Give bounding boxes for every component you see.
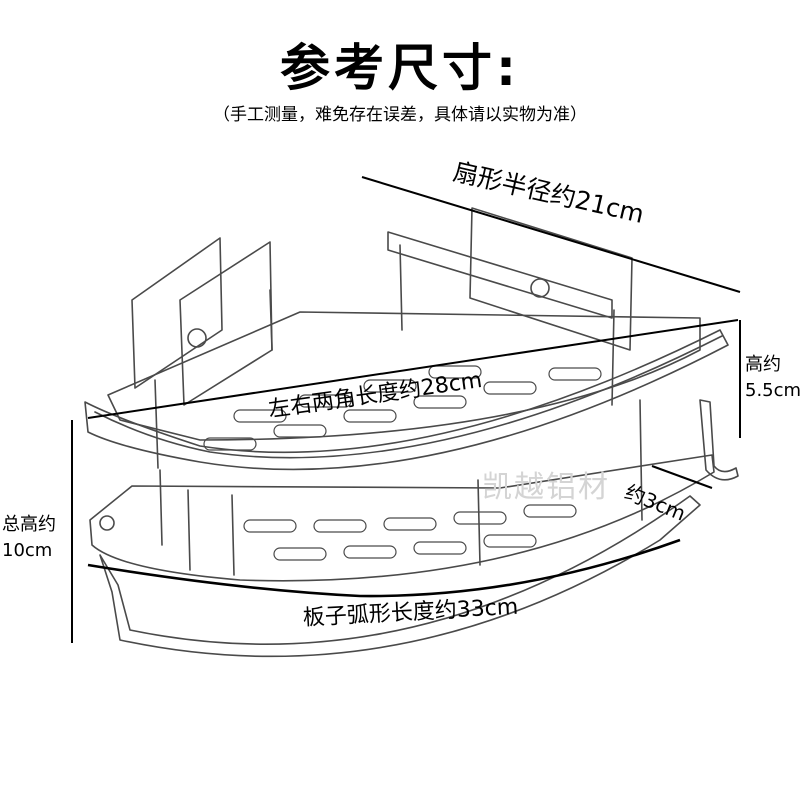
total-height-label-line1: 总高约 [2, 514, 56, 535]
upper-front-rail [84, 329, 729, 471]
shelf-height-label: 高约 5.5cm [745, 352, 800, 404]
right-bracket [387, 231, 613, 319]
total-height-label: 总高约 10cm [2, 512, 56, 564]
side-hook [699, 399, 739, 481]
page-subtitle: （手工测量，难免存在误差，具体请以实物为准） [213, 105, 587, 125]
right-suction-mount [469, 207, 633, 351]
left-suction-mount [131, 237, 223, 389]
radius-measure-line [361, 176, 741, 293]
watermark: 凯越铝材 [482, 470, 610, 505]
lower-shelf-plate [89, 454, 715, 582]
left-bracket [179, 241, 273, 406]
total-height-label-line2: 10cm [2, 540, 53, 561]
shelf-height-label-line1: 高约 [745, 354, 781, 375]
upper-shelf-plate [107, 311, 701, 441]
page-title: 参考尺寸: [280, 39, 520, 97]
hook-measure-line [651, 465, 713, 489]
corner-measure-line [87, 319, 739, 419]
shelf-height-label-line2: 5.5cm [745, 380, 800, 401]
towel-bar [99, 495, 701, 658]
arc-measure-line [87, 538, 681, 598]
